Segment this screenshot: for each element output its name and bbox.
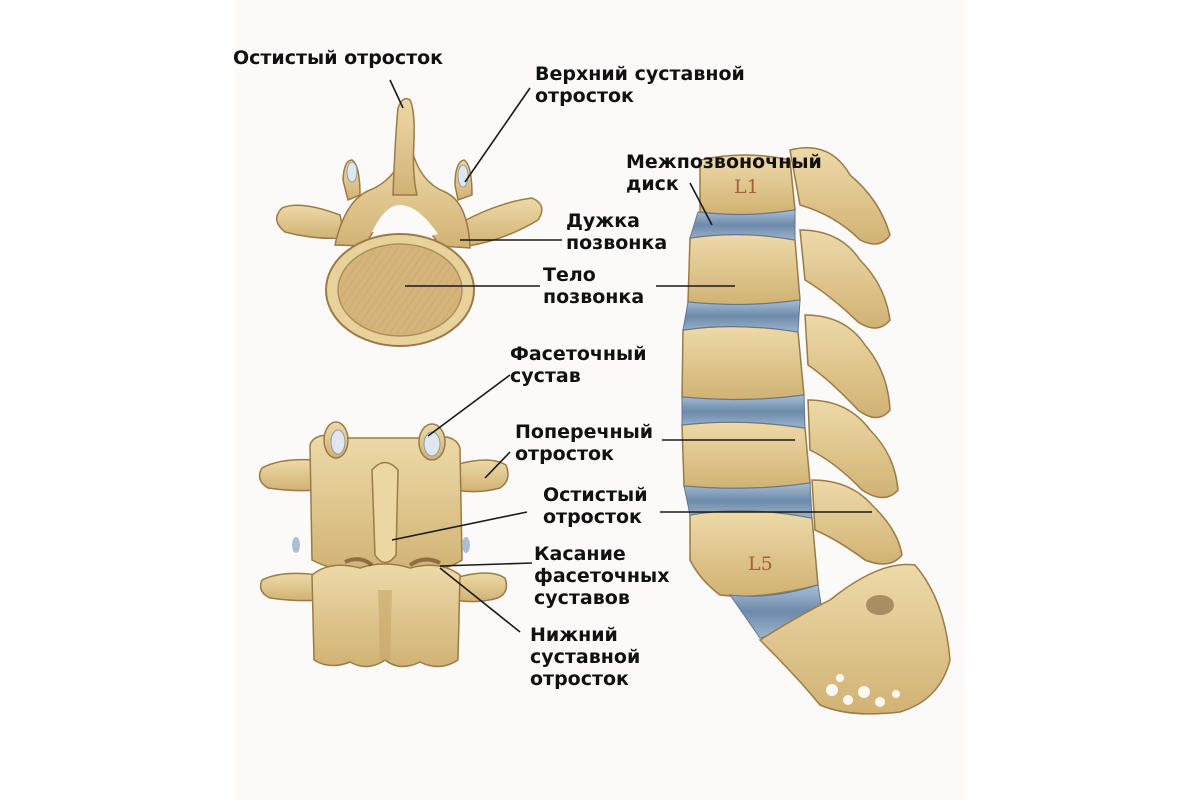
leader-facet-contact <box>439 562 533 567</box>
leader-transverse-left <box>484 451 511 479</box>
label-facet-joint: Фасеточный сустав <box>510 343 647 387</box>
leader-spinous-middle <box>391 511 528 541</box>
vertebrae-posterior-view <box>258 421 509 668</box>
label-inferior-articular-process: Нижний суставной отросток <box>530 624 641 690</box>
label-intervertebral-disc: Межпозвоночный диск <box>626 151 822 195</box>
leader-inferior-articular <box>439 567 521 633</box>
leader-disc <box>689 182 713 226</box>
label-facet-contact: Касание фасеточных суставов <box>534 543 670 609</box>
vertebra-mark-l1: L1 <box>734 176 759 198</box>
lumbar-spine-lateral-view: L1 L5 <box>681 147 951 715</box>
leader-superior-articular <box>464 87 531 183</box>
label-transverse-process: Поперечный отросток <box>515 421 654 465</box>
leader-spinous-top <box>389 79 404 109</box>
vertebra-mark-l5: L5 <box>748 553 773 575</box>
label-spinous-process-middle: Остистый отросток <box>543 484 648 528</box>
label-lamina: Дужка позвонка <box>566 210 668 254</box>
label-spinous-process-top: Остистый отросток <box>233 47 444 69</box>
label-vertebral-body: Тело позвонка <box>543 264 645 308</box>
leader-facet-joint <box>427 374 511 437</box>
vertebra-top-view <box>276 97 543 347</box>
leader-lines <box>389 79 872 633</box>
label-superior-articular-process: Верхний суставной отросток <box>535 63 745 107</box>
